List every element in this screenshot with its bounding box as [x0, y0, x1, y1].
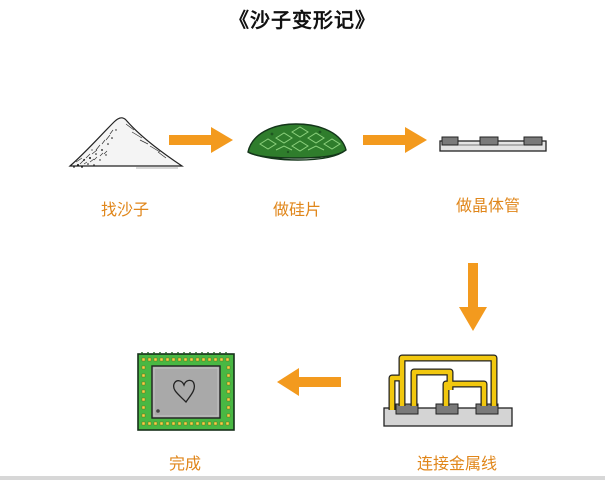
- step-label-find-sand: 找沙子: [100, 200, 149, 219]
- arrow-left-icon: [277, 368, 341, 396]
- chip-icon: [137, 352, 235, 431]
- step-label-connect-wires: 连接金属线: [416, 454, 497, 473]
- arrow-right-icon: [363, 127, 427, 153]
- transistor-strip-icon: [439, 136, 547, 152]
- step-label-finished: 完成: [168, 454, 201, 473]
- diagram-title: 《沙子变形记》: [229, 8, 376, 32]
- step-label-make-transistor: 做晶体管: [455, 196, 520, 215]
- silicon-wafer-icon: [247, 123, 347, 161]
- sand-pile-icon: [68, 117, 184, 169]
- metal-wiring-icon: [383, 354, 513, 427]
- step-label-make-wafer: 做硅片: [272, 200, 321, 219]
- arrow-down-icon: [459, 263, 487, 331]
- bottom-divider: [0, 476, 605, 480]
- arrow-right-icon: [169, 127, 233, 153]
